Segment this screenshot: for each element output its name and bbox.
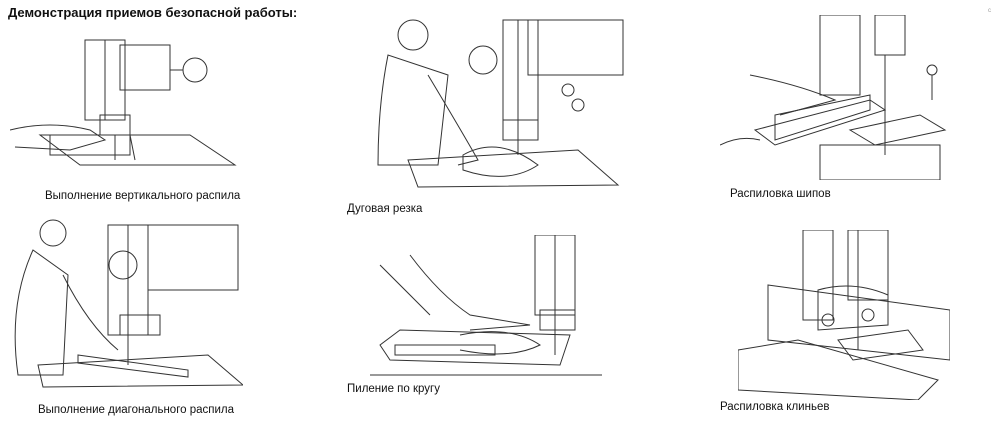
caption-tenon-cut: Распиловка шипов: [730, 188, 831, 200]
corner-mark: c: [988, 8, 991, 14]
illustration-vertical-cut: [9, 35, 238, 175]
caption-vertical-cut: Выполнение вертикального распила: [45, 190, 241, 202]
illustration-tenon-cut: [719, 14, 948, 181]
caption-circle-cut: Пиление по кругу: [347, 383, 440, 395]
illustration-wedge-cut: [737, 229, 951, 401]
caption-wedge-cut: Распиловка клиньев: [720, 401, 830, 413]
page-title: Демонстрация приемов безопасной работы:: [8, 5, 298, 20]
caption-arc-cut: Дуговая резка: [347, 203, 423, 215]
caption-diagonal-cut: Выполнение диагонального распила: [38, 404, 235, 416]
illustration-diagonal-cut: [8, 215, 245, 390]
illustration-circle-cut: [370, 234, 602, 377]
illustration-arc-cut: [368, 15, 628, 190]
